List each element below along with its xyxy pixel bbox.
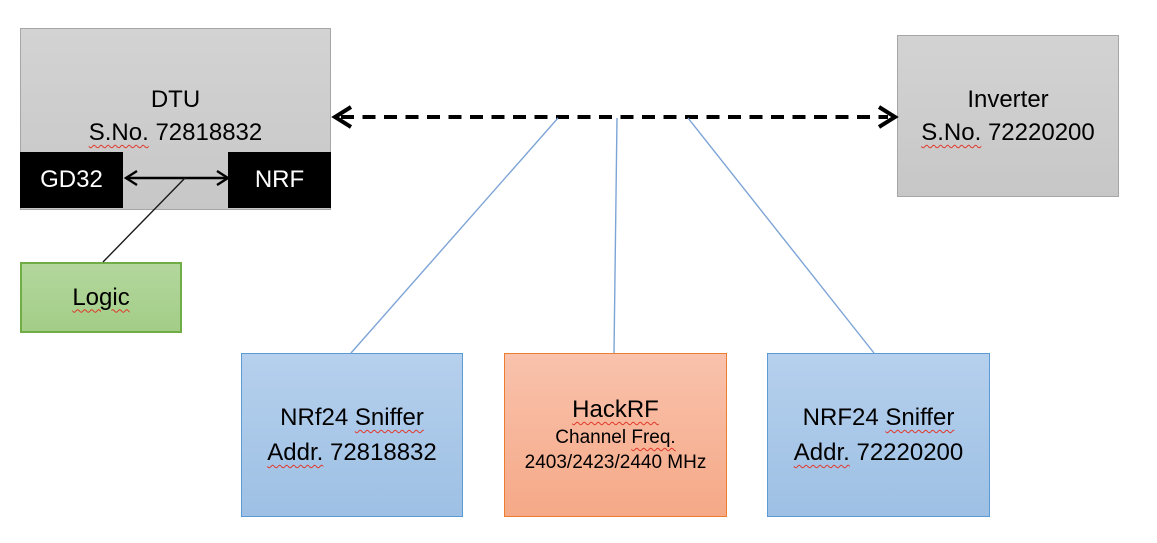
gd32-chip-node: GD32 — [20, 152, 123, 208]
sniffer-left-title: NRf24 Sniffer — [280, 400, 424, 435]
sniffer-right-title: NRF24 Sniffer — [803, 400, 955, 435]
inverter-serial-value: 72220200 — [987, 119, 1095, 146]
hackrf-freq-word2: Freq. — [631, 427, 676, 448]
sniffer-left-connector — [350, 117, 559, 354]
gd32-chip-label: GD32 — [40, 166, 103, 193]
hackrf-node: HackRF Channel Freq. 2403/2423/2440 MHz — [504, 353, 727, 517]
sniffer-left-name: NRf24 — [280, 404, 349, 431]
hackrf-connector — [613, 117, 618, 354]
dtu-inverter-dashed-arrow — [331, 105, 899, 129]
dtu-title: DTU — [150, 86, 201, 113]
sniffer-left-addr-value: 72818832 — [329, 439, 437, 466]
logic-node: Logic — [20, 262, 182, 333]
hackrf-title: HackRF — [572, 396, 659, 423]
sniffer-right-addr-value: 72220200 — [856, 439, 964, 466]
sniffer-right-addr: Addr. 72220200 — [794, 435, 964, 470]
hackrf-frequencies: 2403/2423/2440 MHz — [524, 452, 707, 473]
sniffer-left-addr-label: Addr. — [267, 439, 324, 466]
sniffer-right-connector — [687, 117, 875, 354]
logic-label: Logic — [72, 283, 130, 311]
nrf-chip-node: NRF — [228, 152, 331, 208]
dtu-serial-value: 72818832 — [155, 119, 263, 146]
nrf-chip-label: NRF — [254, 166, 305, 193]
sniffer-left-addr: Addr. 72818832 — [267, 435, 437, 470]
inverter-node: Inverter S.No. 72220200 — [897, 35, 1119, 197]
sniffer-right-addr-label: Addr. — [793, 439, 850, 466]
inverter-serial: S.No. 72220200 — [921, 116, 1094, 149]
inverter-serial-label: S.No. — [921, 119, 982, 146]
dtu-label: DTU S.No. 72818832 — [21, 83, 330, 149]
hackrf-freq-label: Channel Freq. — [555, 425, 675, 450]
sniffer-right-type: Sniffer — [885, 404, 955, 431]
dtu-serial: S.No. 72818832 — [21, 116, 330, 149]
sniffer-right-name: NRF24 — [802, 404, 879, 431]
hackrf-freq-word1: Channel — [555, 427, 627, 448]
inverter-title: Inverter — [967, 86, 1049, 113]
dtu-serial-label: S.No. — [88, 119, 149, 146]
nrf24-sniffer-left-node: NRf24 Sniffer Addr. 72818832 — [241, 353, 463, 517]
sniffer-left-type: Sniffer — [354, 404, 424, 431]
nrf24-sniffer-right-node: NRF24 Sniffer Addr. 72220200 — [767, 353, 990, 517]
